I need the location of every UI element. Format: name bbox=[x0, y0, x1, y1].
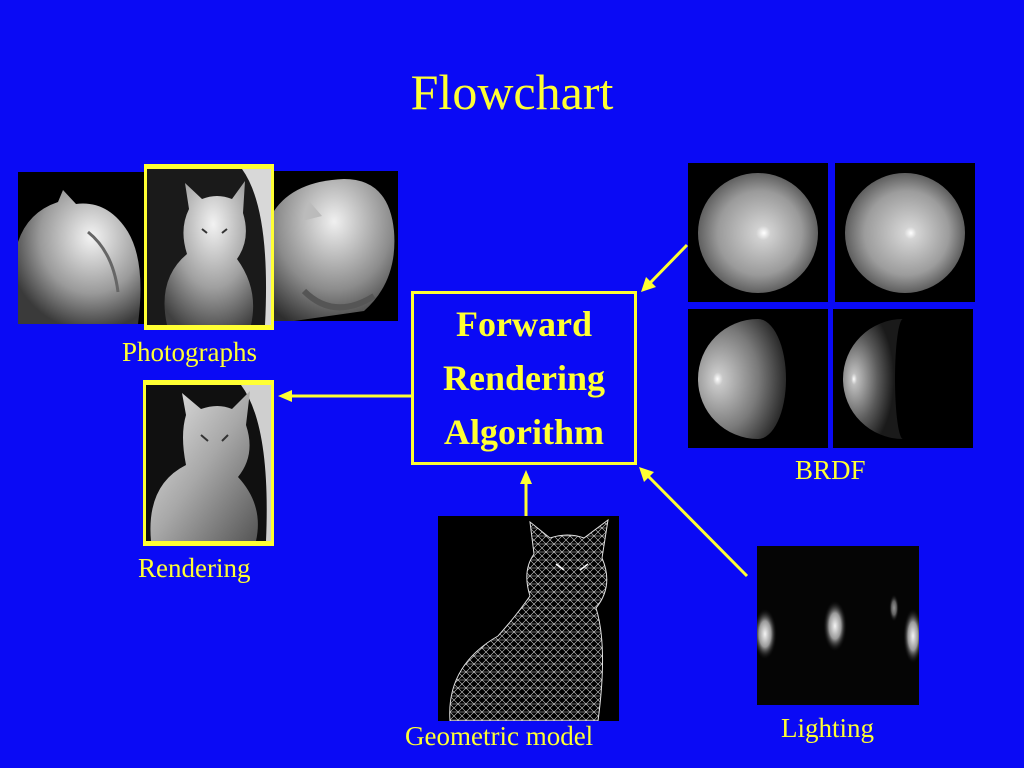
arrow-to-rendering-head bbox=[278, 390, 292, 402]
brdf-label: BRDF bbox=[795, 455, 866, 485]
geometric-model-image bbox=[438, 516, 619, 721]
arrow-from-brdf-head bbox=[641, 277, 656, 292]
photograph-selected bbox=[144, 164, 274, 330]
lighting-label: Lighting bbox=[781, 713, 874, 743]
brdf-sphere-3 bbox=[688, 309, 828, 448]
brdf-sphere-2 bbox=[835, 163, 975, 302]
lighting-image bbox=[757, 546, 919, 705]
rendering-image bbox=[143, 380, 274, 546]
arrow-from-geometry-head bbox=[520, 470, 532, 484]
arrow-from-brdf bbox=[648, 243, 689, 285]
photographs-label: Photographs bbox=[122, 337, 257, 367]
rendering-label: Rendering bbox=[138, 553, 251, 583]
slide-title: Flowchart bbox=[410, 64, 614, 120]
arrow-from-lighting bbox=[646, 474, 749, 578]
algorithm-line-2: Rendering bbox=[443, 358, 605, 398]
algorithm-line-1: Forward bbox=[456, 304, 592, 344]
geometric-model-label: Geometric model bbox=[405, 721, 594, 751]
arrow-from-lighting-head bbox=[639, 467, 654, 482]
brdf-sphere-4 bbox=[833, 309, 973, 448]
algorithm-line-3: Algorithm bbox=[444, 412, 604, 452]
photograph-left bbox=[18, 172, 148, 324]
photograph-right bbox=[274, 171, 398, 321]
brdf-sphere-1 bbox=[688, 163, 828, 302]
algorithm-title: Forward Rendering Algorithm bbox=[414, 297, 634, 459]
forward-rendering-algorithm-box: Forward Rendering Algorithm bbox=[411, 291, 637, 465]
